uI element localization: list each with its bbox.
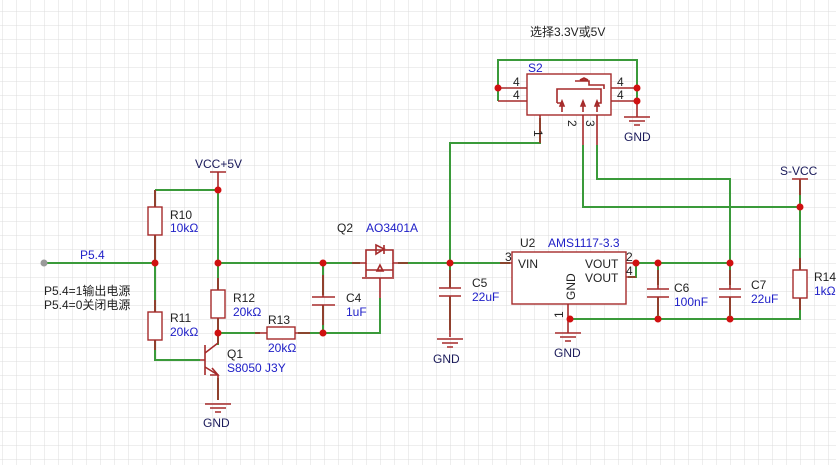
gnd-symbol-u2 [555, 319, 581, 342]
resistor-r14[interactable] [792, 258, 808, 310]
u2-pin-gnd: GND [564, 273, 578, 300]
u2-pin-num-3: 3 [505, 250, 512, 264]
c7-ref: C7 [751, 278, 767, 292]
r12-value: 20kΩ [233, 305, 261, 319]
c7-value: 22uF [751, 292, 778, 306]
gnd-symbol-s2 [624, 101, 650, 126]
r13-ref: R13 [268, 313, 290, 327]
note-line-2: P5.4=0关闭电源 [44, 298, 130, 312]
u2-pin-vout2: VOUT [585, 271, 619, 285]
r11-value: 20kΩ [170, 325, 198, 339]
capacitor-c4[interactable] [312, 275, 335, 325]
u2-pin-vout1: VOUT [585, 257, 619, 271]
c6-ref: C6 [674, 281, 690, 295]
vcc5-power-symbol [210, 171, 226, 188]
resistor-r11[interactable] [147, 300, 163, 350]
switch-s2[interactable] [498, 73, 637, 145]
c5-ref: C5 [472, 276, 488, 290]
r14-ref: R14 [814, 270, 836, 284]
gnd-label-u2: GND [554, 346, 581, 360]
r10-ref: R10 [170, 208, 192, 222]
c6-value: 100nF [674, 295, 708, 309]
title-label: 选择3.3V或5V [530, 25, 605, 39]
regulator-u2[interactable] [500, 251, 636, 319]
s2-ref: S2 [528, 61, 543, 75]
capacitor-c7[interactable] [719, 270, 741, 315]
r13-value: 20kΩ [268, 341, 296, 355]
u2-pin-num-1: 1 [552, 311, 566, 318]
s2-pin2: 2 [565, 120, 579, 127]
q2-value: AO3401A [366, 221, 418, 235]
svcc-net-label: S-VCC [780, 164, 818, 178]
capacitor-c5[interactable] [439, 270, 461, 337]
u2-pin-num-4: 4 [626, 264, 633, 278]
junctions [151, 84, 804, 337]
s2-pin4-a: 4 [513, 75, 520, 89]
q1-ref: Q1 [227, 347, 243, 361]
resistor-r10[interactable] [147, 190, 163, 263]
note-line-1: P5.4=1输出电源 [44, 283, 130, 298]
r12-ref: R12 [233, 291, 255, 305]
u2-pin-vin: VIN [518, 257, 538, 271]
c5-value: 22uF [472, 290, 499, 304]
gnd-label-q1: GND [203, 416, 230, 430]
u2-pin-num-2: 2 [626, 250, 633, 264]
c4-ref: C4 [346, 291, 362, 305]
resistor-r13[interactable] [255, 326, 310, 340]
capacitor-c6[interactable] [647, 270, 669, 315]
s2-pin4-d: 4 [617, 88, 624, 102]
q1-value: S8050 J3Y [227, 361, 286, 375]
gnd-symbol-q1 [205, 403, 231, 413]
p54-net-label: P5.4 [80, 248, 105, 262]
s2-pin4-b: 4 [513, 88, 520, 102]
gnd-label-c5: GND [433, 352, 460, 366]
u2-value: AMS1117-3.3 [548, 236, 620, 250]
vcc5-net-label: VCC+5V [195, 157, 242, 171]
gnd-symbol-c5 [437, 338, 463, 348]
s2-pin3: 3 [583, 120, 597, 127]
p54-port-terminal[interactable] [40, 259, 48, 267]
r10-value: 10kΩ [170, 221, 198, 235]
c4-value: 1uF [346, 305, 367, 319]
gnd-label-s2: GND [624, 130, 651, 144]
q2-ref: Q2 [337, 221, 353, 235]
u2-ref: U2 [520, 236, 536, 250]
svcc-power-symbol [792, 178, 808, 195]
r11-ref: R11 [170, 311, 191, 325]
resistor-r12[interactable] [210, 278, 226, 333]
s2-pin1: 1 [531, 130, 545, 137]
r14-value: 1kΩ [814, 284, 836, 298]
mosfet-q2[interactable] [352, 243, 408, 298]
s2-pin4-c: 4 [617, 75, 624, 89]
